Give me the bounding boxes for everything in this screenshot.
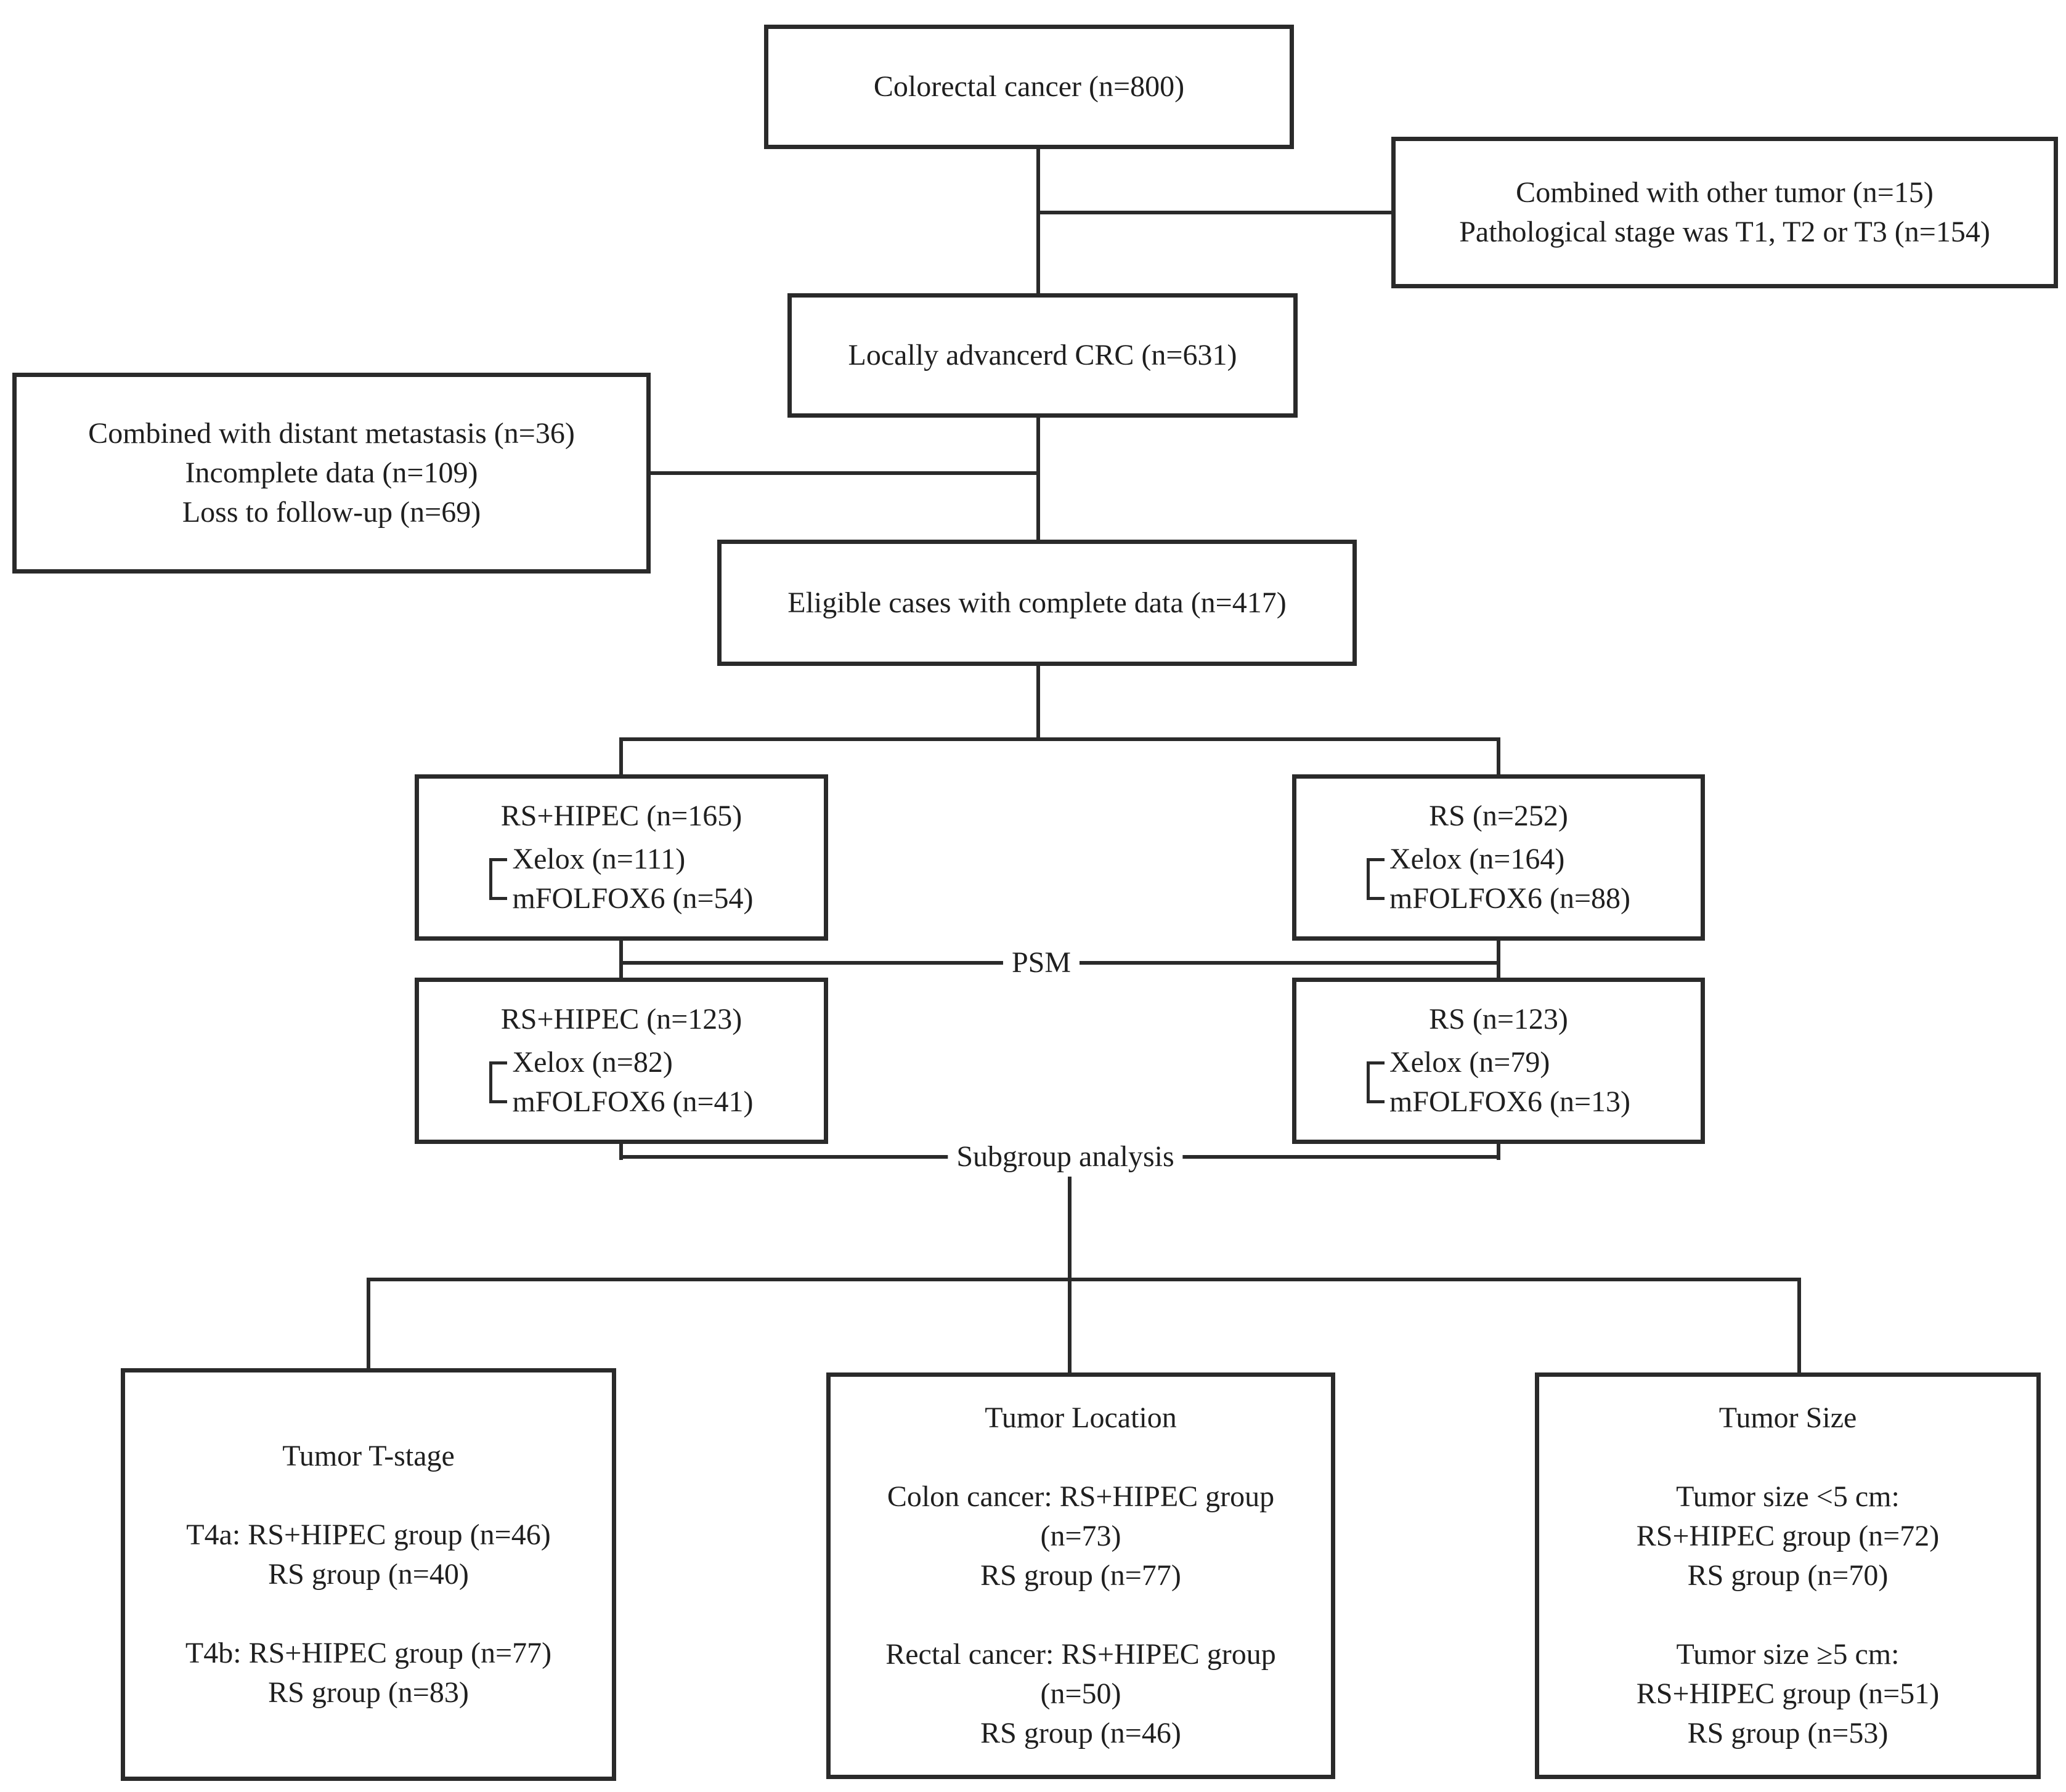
box-text: Locally advancerd CRC (n=631) [848,339,1237,371]
subgroup-group: Colon cancer: RS+HIPEC group (n=73) RS g… [887,1477,1274,1595]
regimen-line: mFOLFOX6 (n=54) [512,882,754,915]
subgroup-line: RS group (n=53) [1687,1717,1889,1749]
subgroup-line: Tumor size <5 cm: [1676,1480,1900,1513]
subgroup-line: T4a: RS+HIPEC group (n=46) [186,1518,551,1551]
box-rs-hipec-pre-psm: RS+HIPEC (n=165) Xelox (n=111) mFOLFOX6 … [415,774,828,941]
subgroup-title: Tumor Location [985,1401,1177,1434]
box-text: Pathological stage was T1, T2 or T3 (n=1… [1459,216,1990,248]
subgroup-line: RS group (n=70) [1687,1559,1889,1592]
regimen-line: Xelox (n=111) [512,843,686,875]
box-subgroup-tumor-size: Tumor Size Tumor size <5 cm: RS+HIPEC gr… [1535,1372,2041,1779]
bracket-glyph [1366,1061,1385,1103]
subgroup-line: RS group (n=77) [980,1559,1181,1592]
regimen-line: mFOLFOX6 (n=13) [1389,1085,1631,1118]
box-rs-pre-psm: RS (n=252) Xelox (n=164) mFOLFOX6 (n=88) [1292,774,1705,941]
box-rs-hipec-post-psm: RS+HIPEC (n=123) Xelox (n=82) mFOLFOX6 (… [415,978,828,1144]
connector-threeway-horizontal [367,1278,1801,1281]
connector-subgroup-vertical-left [619,1144,623,1160]
subgroup-line: RS+HIPEC group (n=51) [1636,1677,1940,1710]
subgroup-line: RS group (n=83) [268,1676,469,1709]
subgroup-group: Tumor size ≥5 cm: RS+HIPEC group (n=51) … [1637,1635,1939,1753]
subgroup-title: Tumor Size [1718,1401,1857,1434]
subgroup-group: T4b: RS+HIPEC group (n=77) RS group (n=8… [185,1634,551,1713]
arm-title: RS+HIPEC (n=123) [500,1003,742,1036]
regimen-line: Xelox (n=79) [1389,1046,1550,1079]
box-text: Colorectal cancer (n=800) [873,70,1185,103]
box-exclusion-other-tumor: Combined with other tumor (n=15) Patholo… [1391,137,2058,288]
box-text: Loss to follow-up (n=69) [182,496,481,529]
box-colorectal-cancer: Colorectal cancer (n=800) [764,25,1294,149]
connector-drop-left-arm [619,737,623,776]
box-subgroup-tumor-location: Tumor Location Colon cancer: RS+HIPEC gr… [826,1372,1335,1779]
subgroup-title: Tumor T-stage [282,1440,455,1472]
connector-spine-mid [1036,418,1040,543]
regimen-line: mFOLFOX6 (n=88) [1389,882,1631,915]
connector-spine-top [1036,149,1040,297]
box-subgroup-t-stage: Tumor T-stage T4a: RS+HIPEC group (n=46)… [121,1368,616,1781]
subgroup-group: Tumor size <5 cm: RS+HIPEC group (n=72) … [1637,1477,1939,1595]
bracket-glyph [489,858,508,900]
connector-subgroup-drop-middle [1068,1157,1072,1372]
subgroup-line: RS+HIPEC group (n=72) [1636,1520,1940,1552]
subgroup-line: RS group (n=46) [980,1717,1181,1749]
subgroup-analysis-label: Subgroup analysis [948,1137,1183,1177]
connector-threeway-drop-left [367,1278,370,1368]
connector-psm-vertical-left [619,941,623,979]
subgroup-line: T4b: RS+HIPEC group (n=77) [185,1637,552,1669]
arm-title: RS (n=252) [1429,800,1568,832]
connector-threeway-drop-right [1797,1278,1801,1372]
box-text: Incomplete data (n=109) [185,456,478,489]
arm-title: RS+HIPEC (n=165) [500,800,742,832]
subgroup-group: Rectal cancer: RS+HIPEC group (n=50) RS … [885,1635,1276,1753]
connector-spine-eligible [1036,666,1040,741]
box-text: Eligible cases with complete data (n=417… [787,586,1287,619]
regimen-line: mFOLFOX6 (n=41) [512,1085,754,1118]
connector-split-horizontal [619,737,1500,741]
subgroup-line: (n=50) [1040,1677,1121,1710]
bracket-glyph [1366,858,1385,900]
connector-psm-vertical-right [1497,941,1500,979]
regimen-line: Xelox (n=164) [1389,843,1565,875]
subgroup-line: Tumor size ≥5 cm: [1676,1638,1900,1671]
connector-branch-exclusion-mid [649,471,1038,475]
arm-title: RS (n=123) [1429,1003,1568,1036]
regimen-line: Xelox (n=82) [512,1046,673,1079]
subgroup-line: Rectal cancer: RS+HIPEC group [885,1638,1276,1671]
psm-label: PSM [1002,943,1080,983]
subgroup-group: T4a: RS+HIPEC group (n=46) RS group (n=4… [186,1515,550,1594]
subgroup-line: (n=73) [1040,1520,1121,1552]
connector-branch-exclusion-top [1038,211,1391,214]
connector-subgroup-vertical-right [1497,1144,1500,1160]
subgroup-line: Colon cancer: RS+HIPEC group [887,1480,1275,1513]
box-text: Combined with other tumor (n=15) [1516,176,1934,209]
bracket-glyph [489,1061,508,1103]
box-eligible-cases: Eligible cases with complete data (n=417… [717,540,1357,666]
box-text: Combined with distant metastasis (n=36) [88,417,575,450]
box-exclusion-metastasis-incomplete: Combined with distant metastasis (n=36) … [12,373,651,574]
connector-drop-right-arm [1497,737,1500,776]
box-locally-advanced-crc: Locally advancerd CRC (n=631) [787,293,1298,418]
subgroup-line: RS group (n=40) [268,1558,469,1591]
box-rs-post-psm: RS (n=123) Xelox (n=79) mFOLFOX6 (n=13) [1292,978,1705,1144]
